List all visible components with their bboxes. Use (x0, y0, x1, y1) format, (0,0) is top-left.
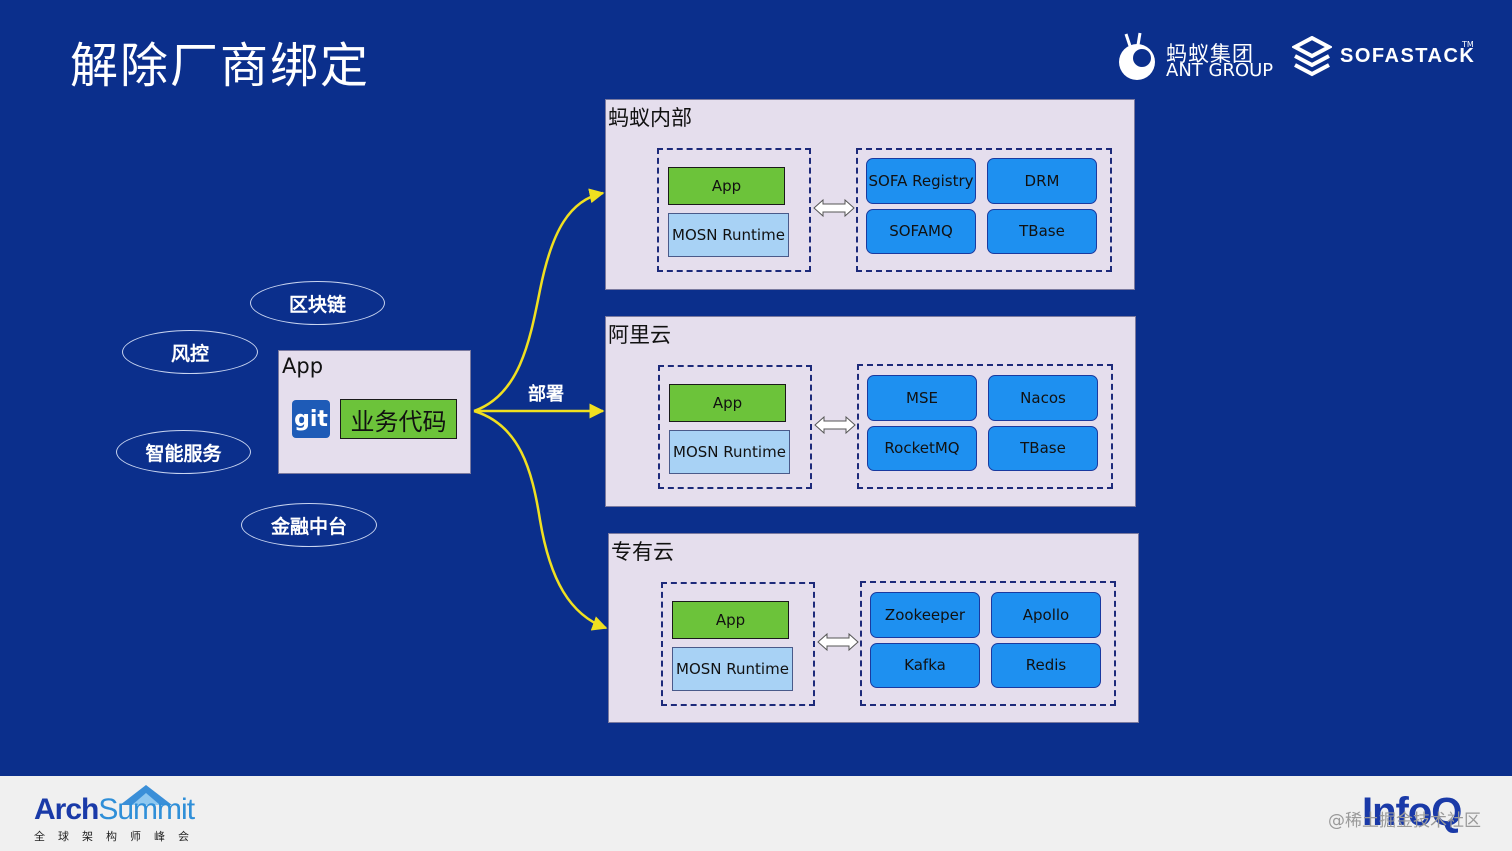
env-title-aliyun: 阿里云 (608, 323, 671, 347)
env-title-ant-internal: 蚂蚁内部 (608, 106, 692, 130)
scenario-smart-service: 智能服务 (116, 430, 251, 474)
bidirectional-arrow-icon (817, 632, 859, 652)
bidirectional-arrow-icon (813, 198, 855, 218)
business-code-block: 业务代码 (340, 399, 457, 439)
archsummit-subtitle: 全球架构师峰会 (34, 830, 202, 843)
env-app-block: App (669, 384, 786, 422)
ant-group-cn-name: 蚂蚁集团 (1166, 42, 1254, 66)
arrow-to-ant-internal (473, 188, 605, 413)
sofastack-logo-icon (1292, 36, 1332, 77)
infoq-logo: InfoQ (1362, 790, 1462, 834)
services-group (856, 148, 1112, 272)
service-block: TBase (987, 209, 1097, 254)
service-block: MSE (867, 375, 977, 421)
git-icon: git (292, 400, 330, 438)
scenario-financial-platform: 金融中台 (241, 503, 377, 547)
archsummit-arch: Arch (34, 793, 99, 826)
service-block: RocketMQ (867, 426, 977, 471)
footer-bar (0, 776, 1512, 851)
service-block: Redis (991, 643, 1101, 688)
service-block: SOFAMQ (866, 209, 976, 254)
app-runtime-group (658, 365, 812, 489)
service-block: Kafka (870, 643, 980, 688)
archsummit-logo-text: ArchSummit (34, 793, 195, 827)
ant-group-en-name: ANT GROUP (1166, 60, 1274, 81)
mosn-runtime-block: MOSN Runtime (668, 213, 789, 257)
ant-group-logo-icon (1119, 32, 1155, 80)
services-group (860, 581, 1116, 706)
scenario-blockchain: 区块链 (250, 281, 385, 325)
service-block: Apollo (991, 592, 1101, 638)
service-block: TBase (988, 426, 1098, 471)
app-runtime-group (661, 582, 815, 706)
env-title-private-cloud: 专有云 (611, 540, 674, 564)
service-block: Nacos (988, 375, 1098, 421)
page-title: 解除厂商绑定 (70, 38, 371, 94)
sofastack-trademark: TM (1462, 40, 1474, 49)
deploy-arrows (473, 188, 608, 631)
scenario-risk-control: 风控 (122, 330, 258, 374)
mosn-runtime-block: MOSN Runtime (672, 647, 793, 691)
sofastack-wordmark: SOFASTACK (1340, 45, 1476, 67)
env-app-block: App (668, 167, 785, 205)
deploy-label: 部署 (528, 384, 564, 405)
bidirectional-arrow-icon (814, 415, 856, 435)
service-block: Zookeeper (870, 592, 980, 638)
service-block: DRM (987, 158, 1097, 204)
arrow-to-private-cloud (473, 409, 608, 631)
service-block: SOFA Registry (866, 158, 976, 204)
services-group (857, 364, 1113, 489)
app-box-label: App (282, 354, 324, 378)
juejin-watermark: @稀土掘金技术社区 (1328, 811, 1481, 831)
app-runtime-group (657, 148, 811, 272)
mosn-runtime-block: MOSN Runtime (669, 430, 790, 474)
archsummit-summit: Summit (98, 793, 195, 826)
env-app-block: App (672, 601, 789, 639)
archsummit-mountain-icon (120, 785, 172, 805)
